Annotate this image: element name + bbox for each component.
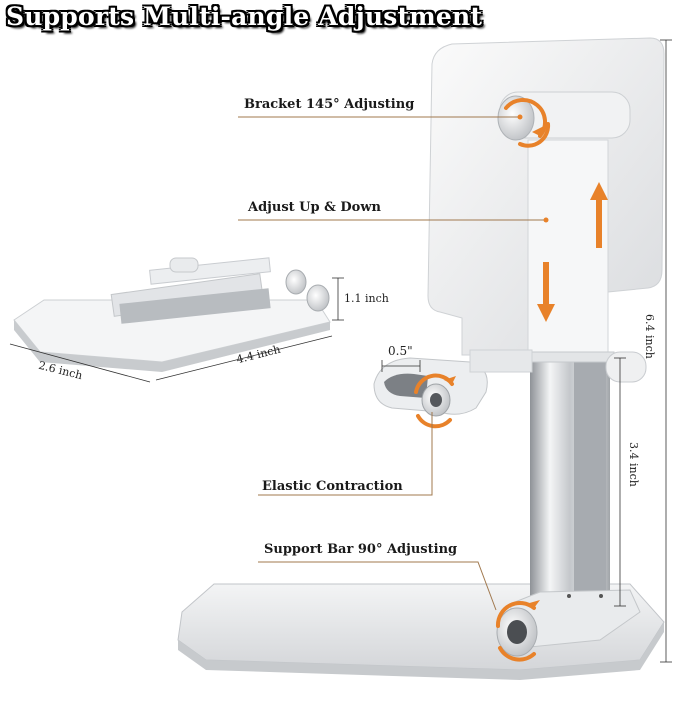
- elastic-label: Elastic Contraction: [262, 479, 403, 494]
- down-arrow: [543, 262, 549, 306]
- rotate-arrow-top: [504, 97, 548, 138]
- bracket-label: Bracket 145° Adjusting: [244, 97, 415, 112]
- page-heading: Supports Multi-angle Adjustment: [6, 2, 483, 31]
- updown-label: Adjust Up & Down: [248, 200, 381, 215]
- upper-column: [527, 139, 609, 361]
- support-bar-label: Support Bar 90° Adjusting: [264, 542, 458, 557]
- arrow-heads: [444, 126, 608, 608]
- folded-stand: [13, 257, 331, 372]
- dimension-lines: [9, 39, 672, 663]
- holder-lip-dim: 0.5": [388, 344, 413, 358]
- total-height-dim: 6.4 inch: [643, 314, 656, 359]
- main-stand: [177, 37, 665, 680]
- up-arrow: [596, 198, 602, 248]
- pole-height-dim: 3.4 inch: [627, 442, 640, 487]
- folded-height-dim: 1.1 inch: [344, 292, 389, 305]
- leader-lines: [238, 114, 549, 611]
